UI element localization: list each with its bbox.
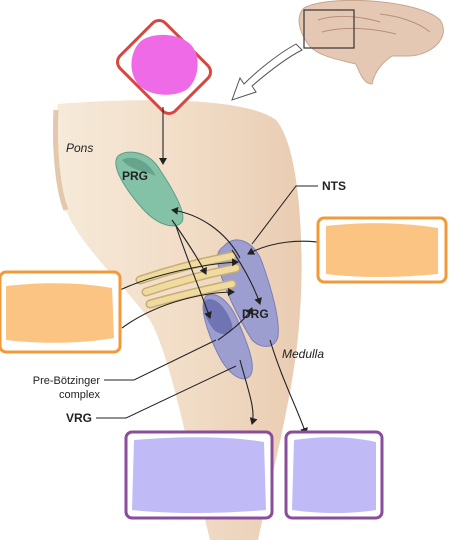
- inset-frame: [303, 9, 355, 49]
- afferent-nerves: [135, 251, 241, 309]
- pre-botzinger-label-line1: Pre-Bötzinger: [33, 375, 101, 387]
- pre-botzinger-region: [203, 299, 233, 335]
- prg-label: PRG: [122, 169, 148, 183]
- brainstem-tissue: [56, 100, 302, 540]
- prg-nucleus: [115, 151, 184, 227]
- nts-label: NTS: [322, 179, 346, 193]
- pons-label: Pons: [66, 141, 93, 155]
- medulla-label: Medulla: [282, 347, 324, 361]
- label-box-bottom-right-fill: [292, 437, 376, 513]
- brain-thumbnail: [298, 0, 444, 85]
- pathway-arrows: [119, 206, 331, 435]
- label-box-bottom-left-fill: [132, 437, 266, 513]
- inset-pointer-arrow: [231, 43, 303, 101]
- vrg-label: VRG: [66, 411, 92, 425]
- pre-botzinger-label-line2: complex: [59, 389, 100, 401]
- drg-label: DRG: [242, 307, 269, 321]
- label-box-top-fill: [131, 34, 198, 95]
- brainstem-edge-shading: [52, 109, 69, 211]
- label-box-right-fill: [326, 223, 438, 277]
- leader-lines: [96, 185, 318, 419]
- label-box-left-fill: [6, 283, 114, 343]
